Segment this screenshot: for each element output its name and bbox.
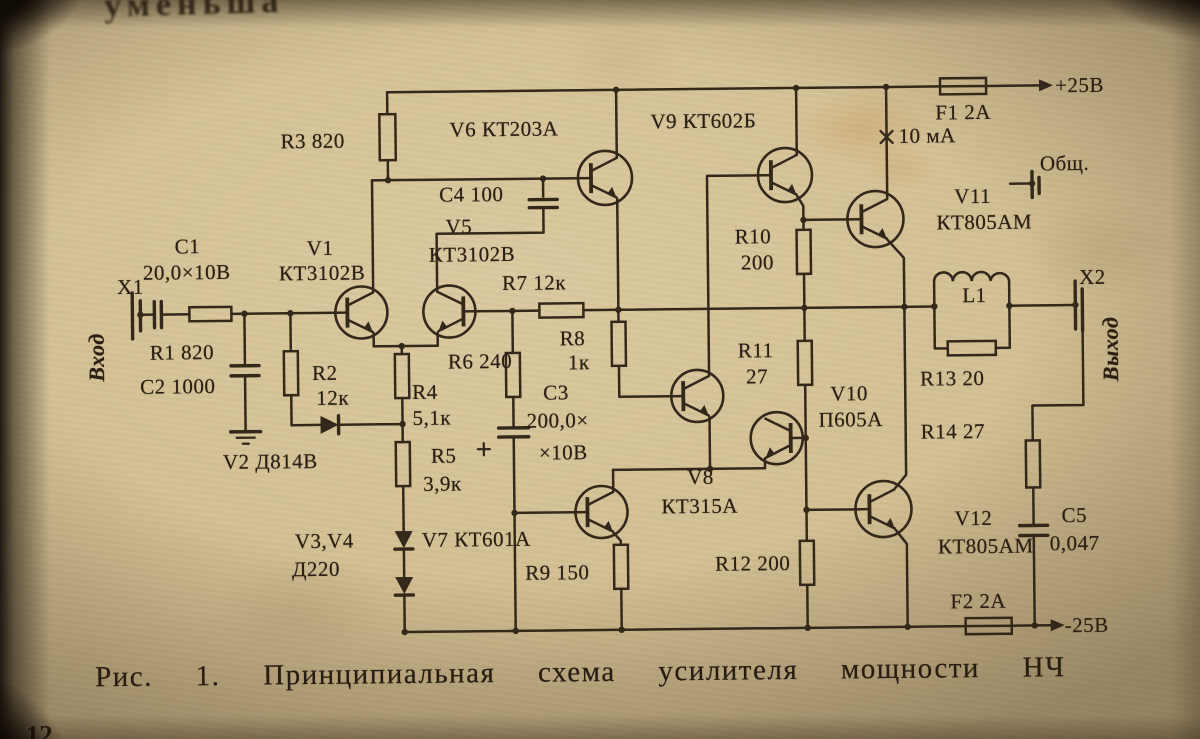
label-l1: L1 (962, 282, 987, 308)
label-v12-type: КТ805АМ (937, 533, 1034, 559)
label-r9: R9 150 (524, 560, 590, 585)
label-v1: V1 (306, 235, 334, 261)
label-r10: R10 (734, 224, 772, 249)
transistor-v11 (846, 189, 905, 249)
label-v10-type: П605А (818, 407, 884, 432)
transistor-v10 (749, 410, 805, 466)
label-x2: X2 (1078, 264, 1106, 289)
label-r8-value: 1к (567, 350, 590, 375)
label-c2: C2 1000 (140, 374, 216, 399)
transistor-v1 (334, 285, 389, 340)
label-plus25: +25В (1054, 72, 1105, 98)
page-number: 12 (25, 719, 53, 739)
transistor-v7 (574, 484, 629, 540)
label-r13: R13 20 (919, 365, 985, 391)
transistor-v12 (854, 479, 913, 539)
label-input: Вход (83, 333, 110, 382)
label-current: 10 мА (898, 123, 956, 148)
label-v3v4: V3,V4 (294, 528, 354, 554)
label-minus25: -25В (1064, 612, 1109, 638)
label-r2-value: 12к (316, 385, 350, 410)
label-f1: F1 2А (935, 99, 992, 125)
label-r14: R14 27 (920, 418, 986, 444)
label-c1: C1 (174, 234, 201, 259)
label-c5: C5 (1061, 502, 1088, 528)
label-r5-value: 3,9к (423, 471, 462, 496)
label-common: Общ. (1039, 150, 1090, 176)
label-r8: R8 (559, 326, 586, 351)
label-c3: C3 (543, 380, 569, 405)
label-c4: C4 100 (439, 182, 504, 207)
transistor-v9 (756, 146, 814, 204)
label-v8: V8 (687, 464, 714, 490)
label-r6: R6 240 (447, 348, 513, 374)
label-v7: V7 КТ601А (421, 526, 531, 552)
label-v6: V6 КТ203А (449, 116, 559, 142)
label-c1-value: 20,0×10В (142, 259, 231, 285)
inductor-l1-coil (932, 270, 1011, 282)
label-r12: R12 200 (714, 551, 791, 576)
label-v12: V12 (954, 505, 993, 531)
label-r3: R3 820 (280, 128, 345, 154)
label-v2: V2 Д814В (222, 448, 318, 474)
label-v5-type: КТ3102В (428, 241, 516, 267)
label-v10: V10 (830, 381, 869, 406)
label-v9: V9 КТ602Б (650, 108, 757, 134)
label-r7: R7 12к (501, 270, 567, 296)
label-c3-value: 200,0× (526, 408, 589, 433)
label-r4: R4 (412, 379, 438, 404)
label-v11-type: КТ805АМ (936, 209, 1033, 235)
label-r4-value: 5,1к (412, 405, 452, 430)
label-r10-value: 200 (740, 250, 775, 275)
transistor-v8 (669, 368, 725, 424)
transistor-v5 (422, 284, 477, 339)
label-c3-value2: ×10В (538, 440, 588, 465)
label-r11: R11 (737, 338, 774, 363)
label-v1-type: КТ3102В (278, 260, 366, 286)
label-r11-value: 27 (745, 364, 769, 389)
label-r2: R2 (311, 360, 338, 386)
label-r1: R1 820 (149, 340, 215, 365)
label-v3v4-type: Д220 (291, 556, 341, 582)
label-v11: V11 (954, 183, 992, 209)
label-v5: V5 (445, 214, 473, 239)
label-r5: R5 (430, 443, 457, 468)
label-output: Выход (1097, 316, 1124, 382)
label-v8-type: КТ315А (661, 493, 739, 519)
label-x1: X1 (116, 274, 144, 300)
transistor-v6 (576, 149, 634, 207)
label-f2: F2 2А (950, 588, 1007, 614)
label-c5-value: 0,047 (1049, 530, 1100, 556)
